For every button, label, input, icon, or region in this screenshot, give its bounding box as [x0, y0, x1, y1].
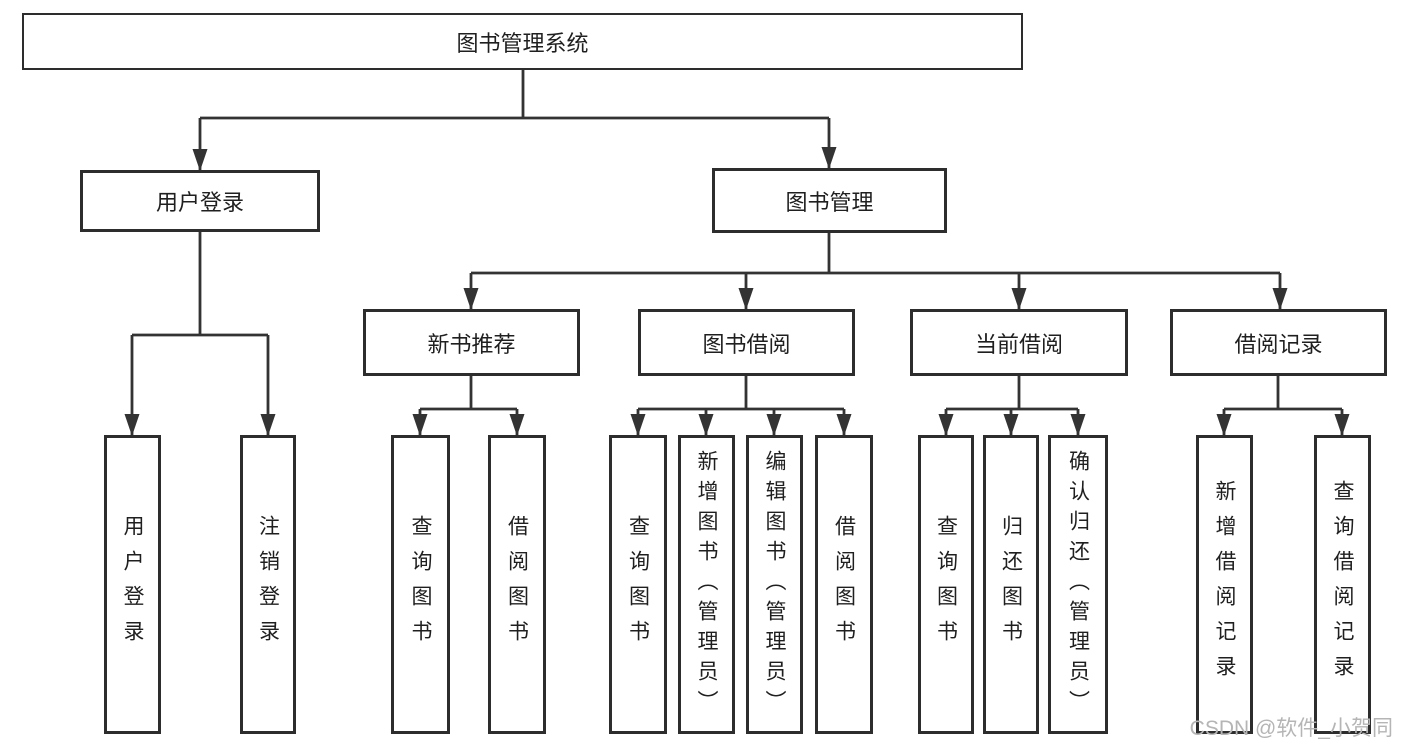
node-label: 确认归还（管理员） [1066, 449, 1090, 720]
node-label: 用户登录 [155, 190, 244, 215]
connector-new-book-recommend-branch [412, 376, 525, 436]
node-book-management-module: 图书管理 [712, 168, 947, 233]
node-label: 新增借阅记录 [1213, 479, 1236, 690]
node-leaf-query-books-current: 查询图书 [918, 435, 974, 734]
node-library-management-system: 图书管理系统 [22, 13, 1023, 70]
csdn-watermark: CSDN @软件_小贺同学 [1189, 717, 1393, 740]
node-leaf-confirm-return-admin: 确认归还（管理员） [1048, 435, 1108, 734]
node-leaf-add-book-admin: 新增图书（管理员） [678, 435, 735, 734]
root-title: 图书管理系统 [456, 30, 589, 56]
node-label: 当前借阅 [974, 331, 1063, 357]
node-new-book-recommend: 新书推荐 [363, 309, 580, 376]
node-leaf-query-borrow-record: 查询借阅记录 [1314, 435, 1371, 734]
connector-user-login-branch [124, 232, 276, 436]
connector-current-borrow-branch [938, 376, 1086, 436]
node-label: 新增图书（管理员） [695, 449, 718, 720]
node-user-login-module: 用户登录 [80, 170, 320, 232]
node-label: 新书推荐 [427, 331, 516, 357]
node-label: 借阅图书 [832, 514, 856, 655]
node-label: 用户登录 [121, 514, 144, 655]
connector-book-borrow-branch [630, 376, 852, 436]
node-leaf-edit-book-admin: 编辑图书（管理员） [746, 435, 803, 734]
connector-book-management-branch [463, 233, 1288, 310]
node-leaf-add-borrow-record: 新增借阅记录 [1196, 435, 1253, 734]
node-label: 借阅记录 [1234, 331, 1323, 357]
node-label: 查询图书 [626, 514, 650, 655]
node-borrow-records: 借阅记录 [1170, 309, 1387, 376]
node-leaf-query-books-recommend: 查询图书 [391, 435, 450, 734]
node-leaf-borrow-books: 借阅图书 [815, 435, 873, 734]
node-label: 查询借阅记录 [1331, 479, 1354, 690]
node-label: 图书借阅 [702, 331, 791, 357]
node-leaf-return-book: 归还图书 [983, 435, 1039, 734]
node-label: 注销登录 [256, 514, 280, 655]
node-label: 查询图书 [409, 514, 432, 655]
node-current-borrow: 当前借阅 [910, 309, 1128, 376]
node-label: 编辑图书（管理员） [763, 449, 786, 720]
node-label: 图书管理 [785, 189, 874, 215]
node-label: 借阅图书 [505, 514, 529, 655]
connector-root-to-level2 [192, 70, 837, 171]
node-leaf-user-login: 用户登录 [104, 435, 161, 734]
node-label: 查询图书 [934, 514, 958, 655]
node-leaf-borrow-books-recommend: 借阅图书 [488, 435, 546, 734]
node-leaf-logout: 注销登录 [240, 435, 296, 734]
node-book-borrow: 图书借阅 [638, 309, 855, 376]
node-leaf-query-books-borrow: 查询图书 [609, 435, 667, 734]
connector-borrow-records-branch [1216, 376, 1350, 436]
node-label: 归还图书 [999, 514, 1023, 655]
